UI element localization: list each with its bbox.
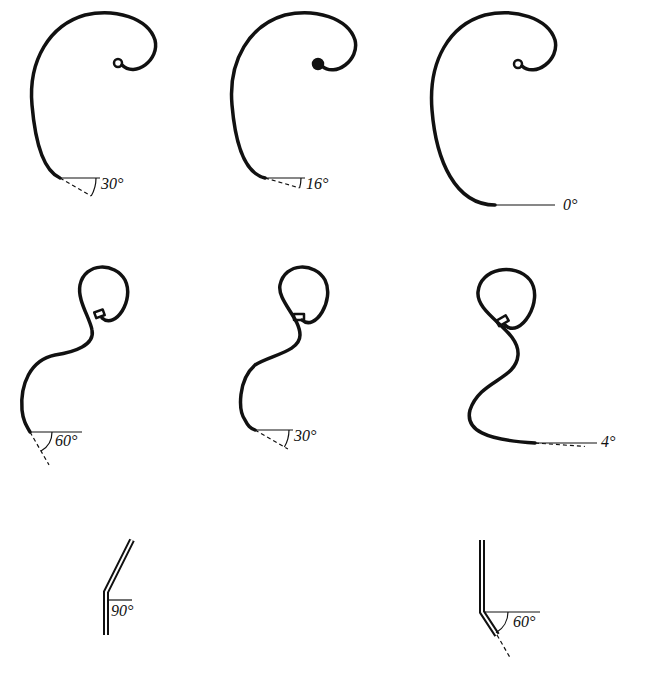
angle-label: 90°: [110, 603, 134, 619]
curl-loop: [294, 314, 304, 320]
s-curve: [469, 270, 535, 443]
angle-label: 30°: [100, 176, 124, 192]
reference-line: [484, 611, 540, 612]
angle-label: 30°: [293, 428, 317, 444]
curl-loop: [114, 59, 122, 67]
angle-arc: [284, 430, 289, 447]
tangent-extension: [535, 443, 585, 446]
bent-stem: [482, 540, 497, 635]
angle-label: 4°: [600, 434, 616, 450]
spiral-curve: [232, 13, 356, 178]
angle-label: 60°: [54, 433, 78, 449]
curl-loop: [496, 315, 509, 326]
s-curve: [22, 267, 128, 432]
tangent-extension: [265, 178, 300, 188]
angle-arc: [300, 178, 301, 188]
spiral-curve: [432, 13, 556, 205]
curl-loop: [94, 309, 105, 318]
angle-label: 16°: [305, 176, 329, 192]
angle-arc: [91, 178, 96, 196]
spiral-curve: [32, 13, 156, 178]
bent-stem: [106, 540, 132, 635]
reference-line: [495, 204, 555, 205]
tangent-extension: [255, 430, 288, 449]
angle-arc: [41, 432, 52, 451]
angle-label: 0°: [562, 197, 578, 213]
curl-dot: [314, 60, 323, 69]
bent-stem: [106, 540, 132, 635]
tangent-extension: [30, 432, 49, 465]
angle-label: 60°: [512, 614, 536, 630]
reference-line: [108, 599, 132, 600]
angle-arc: [496, 612, 508, 633]
s-curve: [241, 267, 328, 430]
bent-stem: [482, 540, 497, 635]
tangent-extension: [497, 635, 511, 659]
curl-loop: [514, 60, 522, 68]
tangent-extension: [60, 178, 91, 196]
